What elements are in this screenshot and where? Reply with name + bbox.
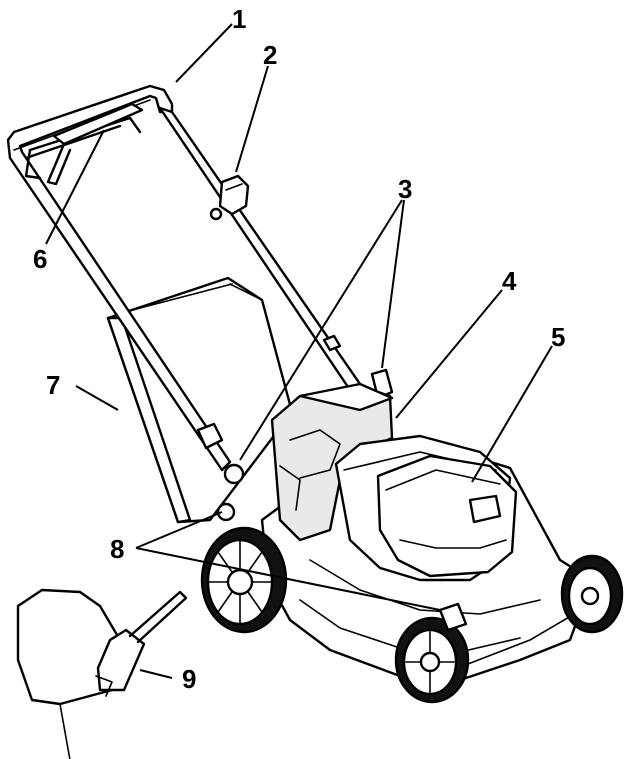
front-wheel xyxy=(394,616,470,704)
leader-2 xyxy=(235,65,269,173)
callout-9: 9 xyxy=(182,664,197,694)
callout-2: 2 xyxy=(263,40,278,70)
right-front-wheel xyxy=(560,554,624,634)
callout-4: 4 xyxy=(502,266,517,296)
leader-9 xyxy=(139,669,173,679)
grass-catcher-bag xyxy=(106,276,294,524)
callout-5: 5 xyxy=(551,322,566,352)
leader-5 xyxy=(471,345,553,483)
leader-6 xyxy=(45,129,105,245)
rear-wheel xyxy=(200,526,288,634)
leader-8a xyxy=(135,511,223,549)
safety-switch-box xyxy=(209,174,250,221)
callout-6: 6 xyxy=(33,244,48,274)
leader-1 xyxy=(175,23,233,83)
callout-7: 7 xyxy=(46,370,61,400)
leader-8b xyxy=(135,547,441,611)
leader-3b xyxy=(381,199,405,369)
leader-7 xyxy=(75,385,119,411)
motor-housing xyxy=(270,382,394,542)
leader-3a xyxy=(239,199,403,461)
height-adjust-lever xyxy=(216,502,468,632)
leader-4 xyxy=(395,289,503,419)
callout-8: 8 xyxy=(110,534,125,564)
callout-1: 1 xyxy=(232,4,247,34)
battery-pack xyxy=(376,454,518,578)
callout-3: 3 xyxy=(398,174,413,204)
mulching-plug xyxy=(16,588,188,759)
handle-knobs xyxy=(196,334,394,485)
control-bail-bar xyxy=(46,102,144,186)
leader-lines xyxy=(45,23,553,679)
